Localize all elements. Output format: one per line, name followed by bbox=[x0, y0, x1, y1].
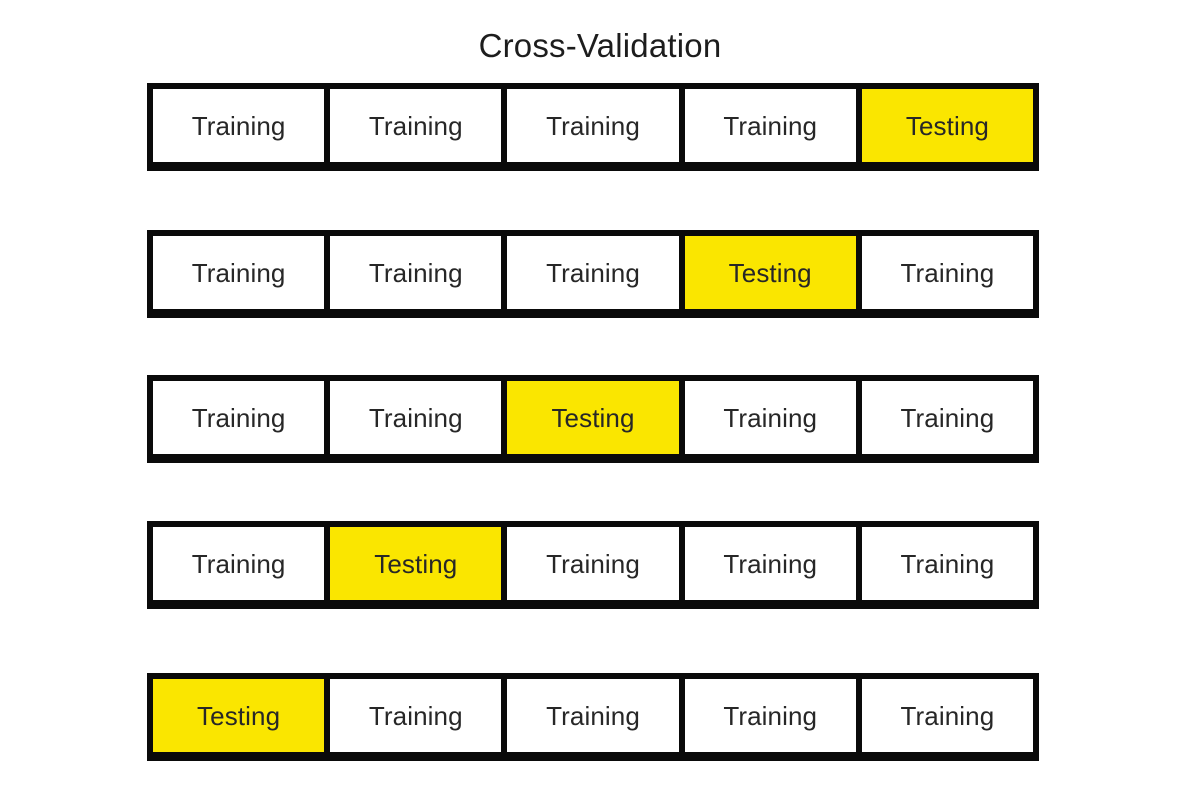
fold-cell: Training bbox=[684, 679, 862, 752]
fold-cell-label: Training bbox=[723, 110, 818, 141]
fold-row: Testing Training Training Training Train… bbox=[147, 673, 1039, 761]
fold-cell-label: Testing bbox=[728, 257, 812, 288]
fold-cell-testing: Testing bbox=[684, 236, 862, 309]
fold-cell: Training bbox=[861, 527, 1034, 600]
fold-cell-label: Training bbox=[546, 548, 640, 579]
fold-cell-label: Training bbox=[546, 700, 640, 731]
fold-cell: Training bbox=[507, 89, 685, 162]
fold-cell-label: Training bbox=[191, 548, 286, 579]
fold-cell: Training bbox=[153, 236, 331, 309]
fold-cell: Training bbox=[330, 236, 508, 309]
fold-cell-testing: Testing bbox=[507, 381, 685, 454]
fold-cell: Training bbox=[861, 381, 1034, 454]
fold-cell: Training bbox=[330, 381, 508, 454]
fold-row: Training Testing Training Training Train… bbox=[147, 521, 1039, 609]
fold-cell-label: Training bbox=[368, 257, 463, 288]
fold-cell-label: Training bbox=[191, 257, 286, 288]
fold-cell-label: Training bbox=[368, 700, 463, 731]
fold-row: Training Training Training Testing Train… bbox=[147, 230, 1039, 318]
fold-cell: Training bbox=[861, 236, 1034, 309]
fold-cell-label: Training bbox=[368, 110, 463, 141]
fold-cell: Training bbox=[330, 89, 508, 162]
fold-cell-testing: Testing bbox=[861, 89, 1034, 162]
fold-cell-label: Training bbox=[723, 548, 818, 579]
fold-cell-testing: Testing bbox=[153, 679, 331, 752]
fold-cell: Training bbox=[330, 679, 508, 752]
fold-cell-label: Training bbox=[546, 257, 640, 288]
fold-cell-label: Training bbox=[191, 110, 286, 141]
fold-cell-label: Training bbox=[723, 700, 818, 731]
page-title: Cross-Validation bbox=[478, 27, 722, 64]
fold-row: Training Training Testing Training Train… bbox=[147, 375, 1039, 463]
fold-cell: Training bbox=[507, 679, 685, 752]
fold-cell-label: Testing bbox=[197, 700, 281, 731]
fold-cell-label: Training bbox=[900, 402, 995, 433]
fold-cell: Training bbox=[861, 679, 1034, 752]
fold-cell: Training bbox=[507, 527, 685, 600]
fold-cell-testing: Testing bbox=[330, 527, 508, 600]
fold-cell-label: Training bbox=[900, 548, 995, 579]
fold-cell-label: Testing bbox=[551, 402, 635, 433]
fold-cell-label: Testing bbox=[905, 110, 989, 141]
fold-cell-label: Training bbox=[546, 110, 640, 141]
fold-cell: Training bbox=[153, 89, 331, 162]
fold-cell: Training bbox=[507, 236, 685, 309]
fold-cell: Training bbox=[684, 381, 862, 454]
fold-cell-label: Testing bbox=[374, 548, 458, 579]
fold-cell-label: Training bbox=[191, 402, 286, 433]
fold-cell: Training bbox=[153, 527, 331, 600]
fold-cell-label: Training bbox=[723, 402, 818, 433]
fold-cell: Training bbox=[684, 527, 862, 600]
fold-cell-label: Training bbox=[368, 402, 463, 433]
fold-cell: Training bbox=[153, 381, 331, 454]
fold-cell-label: Training bbox=[900, 700, 995, 731]
fold-cell: Training bbox=[684, 89, 862, 162]
fold-row: Training Training Training Training Test… bbox=[147, 83, 1039, 171]
fold-cell-label: Training bbox=[900, 257, 995, 288]
